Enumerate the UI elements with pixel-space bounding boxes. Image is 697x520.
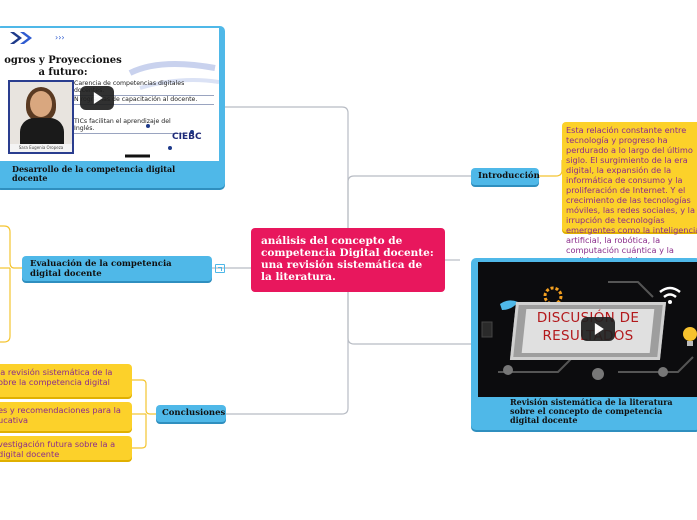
- camera-icon[interactable]: [215, 264, 225, 273]
- video-line-2: N rogramas de capacitación al docente.: [74, 96, 214, 105]
- video-thumbnail-revision[interactable]: DISCUSIÓN DE RESULTADOS: [478, 262, 697, 397]
- note-conclusion-1[interactable]: la revisión sistemática de la obre la co…: [0, 364, 132, 397]
- video-title-line1: ogros y Proyecciones: [4, 55, 122, 66]
- play-icon[interactable]: [581, 317, 615, 341]
- ciebc-logo: CIEBC: [172, 132, 202, 142]
- topic-revision-card[interactable]: DISCUSIÓN DE RESULTADOS Revisión sistemá…: [471, 258, 697, 430]
- note-conclusion-3-text: vestigación futura sobre la a digital do…: [0, 439, 116, 459]
- video-title: ogros y Proyecciones a futuro:: [0, 55, 128, 79]
- presenter-photo: Sara Eugenia Oropeza: [8, 80, 74, 154]
- topic-desarrollo-card[interactable]: ››› ogros y Proyecciones a futuro: Sara …: [0, 26, 225, 188]
- topic-conclusiones-label: Conclusiones: [162, 408, 226, 418]
- card-desarrollo-caption: Desarrollo de la competencia digital doc…: [12, 164, 176, 183]
- video-line-3: TICs facilitan el aprendizaje del Inglés…: [74, 118, 184, 134]
- presenter-name: Sara Eugenia Oropeza: [18, 145, 64, 150]
- video-title-line2: a futuro:: [38, 67, 88, 78]
- topic-evaluacion[interactable]: Evaluación de la competencia digital doc…: [22, 256, 212, 281]
- note-conclusion-1-text: la revisión sistemática de la obre la co…: [0, 367, 113, 387]
- topic-conclusiones[interactable]: Conclusiones: [156, 405, 226, 422]
- note-conclusion-3[interactable]: vestigación futura sobre la a digital do…: [0, 436, 132, 460]
- note-conclusion-2[interactable]: es y recomendaciones para la ucativa: [0, 402, 132, 431]
- chevron-arrows-icon: ›››: [0, 28, 219, 46]
- topic-introduccion[interactable]: Introducción: [471, 168, 540, 185]
- central-topic[interactable]: análisis del concepto de competencia Dig…: [251, 228, 445, 292]
- note-conclusion-2-text: es y recomendaciones para la ucativa: [0, 405, 121, 425]
- play-icon[interactable]: [80, 86, 114, 110]
- central-topic-text: análisis del concepto de competencia Dig…: [261, 235, 434, 283]
- video-thumbnail-desarrollo[interactable]: ››› ogros y Proyecciones a futuro: Sara …: [0, 28, 219, 161]
- tech-icons-decor: [481, 281, 697, 380]
- lightbulb-icon: [683, 327, 697, 346]
- svg-text:›››: ›››: [55, 33, 65, 42]
- card-revision-caption: Revisión sistemática de la literatura so…: [510, 397, 673, 425]
- twitter-bird-icon: [500, 300, 518, 310]
- decor-grid: [125, 61, 219, 158]
- wifi-icon: [659, 286, 681, 304]
- note-introduccion[interactable]: Esta relación constante entre tecnología…: [562, 122, 697, 265]
- topic-introduccion-label: Introducción: [478, 171, 540, 181]
- topic-evaluacion-label: Evaluación de la competencia digital doc…: [30, 259, 172, 279]
